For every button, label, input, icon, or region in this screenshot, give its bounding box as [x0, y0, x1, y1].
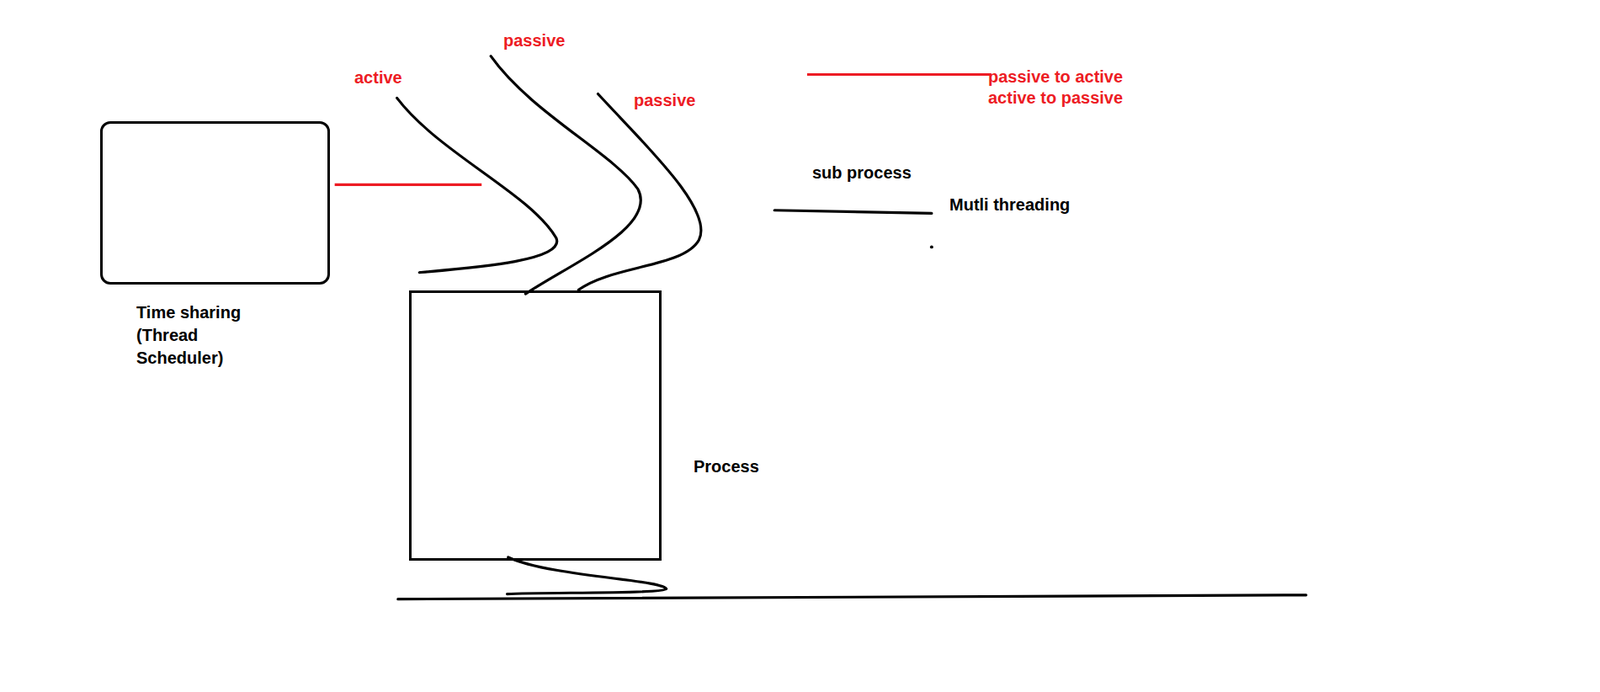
thread-state: active — [354, 67, 403, 88]
scheduler-link — [334, 183, 483, 187]
dot — [930, 244, 934, 249]
term-label: sub process — [812, 162, 912, 183]
process-box: Process — [409, 290, 662, 561]
state-change: passive to active — [988, 66, 1123, 87]
state-change: active to passive — [988, 87, 1123, 108]
thread-curve — [490, 56, 641, 294]
scheduler-box: Time sharing (Thread Scheduler) — [100, 121, 330, 285]
base-line — [398, 595, 1307, 600]
thread-curve — [578, 94, 702, 291]
thread-state: passive — [633, 90, 696, 111]
node-label: Time sharing (Thread Scheduler) — [136, 301, 263, 370]
base-curve — [507, 557, 667, 595]
term-label: Mutli threading — [949, 194, 1070, 215]
thread-state: passive — [503, 30, 565, 51]
sub-process-line — [774, 210, 932, 214]
state-line — [807, 73, 990, 76]
node-label: Process — [693, 455, 760, 479]
